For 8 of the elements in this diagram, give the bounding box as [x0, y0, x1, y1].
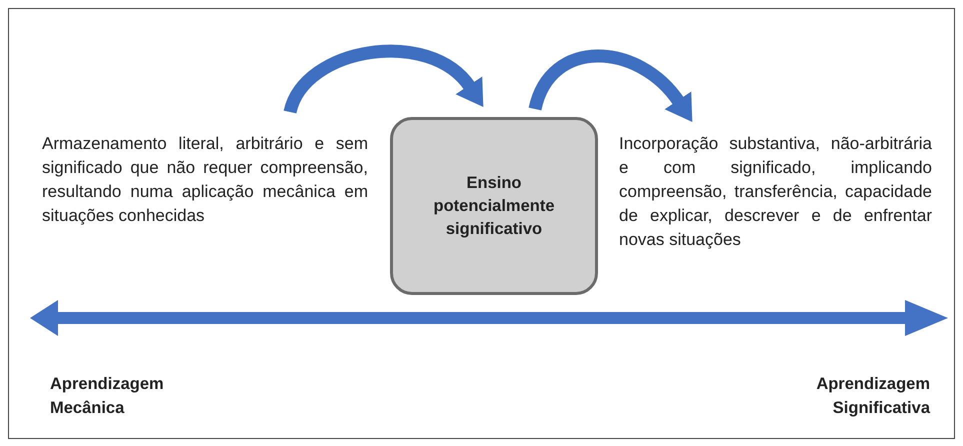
- process-box: [390, 117, 598, 295]
- pole-label: Aprendizagem Significativa: [815, 374, 930, 419]
- pole-label: Aprendizagem Mecânica: [50, 374, 165, 419]
- curved-arrow: [528, 50, 694, 121]
- curved-arrow: [284, 44, 486, 114]
- box-label: Ensino potencialmente significativo: [432, 172, 556, 240]
- description-text: Incorporação substantiva, não-arbitrária e com significado, implicando compreensão, transferência, capacidade de explicar, descrever e de enfrentar novas situações: [619, 133, 932, 251]
- description-text: Armazenamento literal, arbitrário e sem significado que não requer compreensão, resultando numa aplicação mecânica em situações conhecidas: [42, 133, 368, 227]
